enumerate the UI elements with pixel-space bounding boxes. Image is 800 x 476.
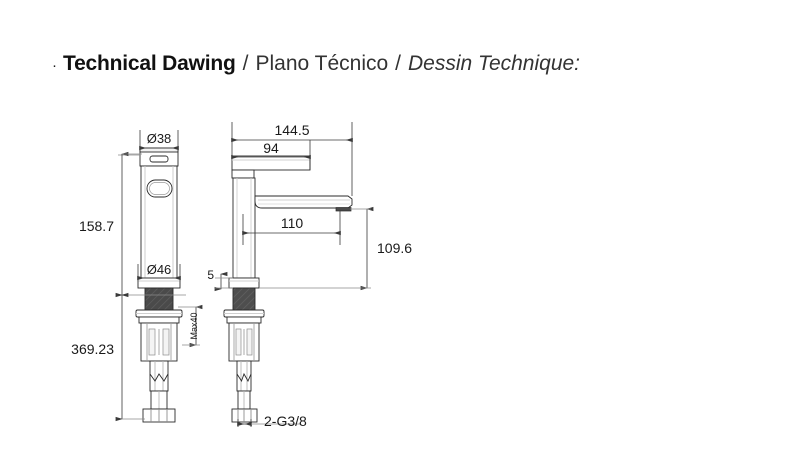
dimension-lines [115,122,374,427]
page-title: · Technical Dawing / Plano Técnico / Des… [52,52,580,82]
dim-front-max-deck: Max40 [189,312,199,339]
dim-side-spout-height: 109.6 [377,240,412,256]
side-view-geometry [223,155,353,423]
dim-side-handle-reach: 94 [263,140,279,156]
front-view-geometry [135,147,183,423]
dim-side-plate-thickness: 5 [207,268,214,282]
dim-front-height: 158.7 [79,218,114,234]
dim-side-overall-reach: 144.5 [274,122,309,138]
title-separator-1: / [242,52,249,75]
dim-front-top-diameter: Ø38 [147,131,172,146]
dim-front-total-length: 369.23 [71,341,114,357]
dim-side-spout-reach: 110 [281,215,304,231]
title-bullet-icon: · [52,57,57,74]
dim-front-base-diameter: Ø46 [147,262,172,277]
title-english: Technical Dawing [63,52,236,75]
dimension-labels: Ø38 Ø46 158.7 369.23 Max40 144.5 94 110 … [71,122,412,429]
dim-side-thread-spec: 2-G3/8 [264,413,307,429]
title-separator-2: / [395,52,402,75]
title-french: Dessin Technique: [408,52,581,75]
title-spanish: Plano Técnico [255,52,389,75]
